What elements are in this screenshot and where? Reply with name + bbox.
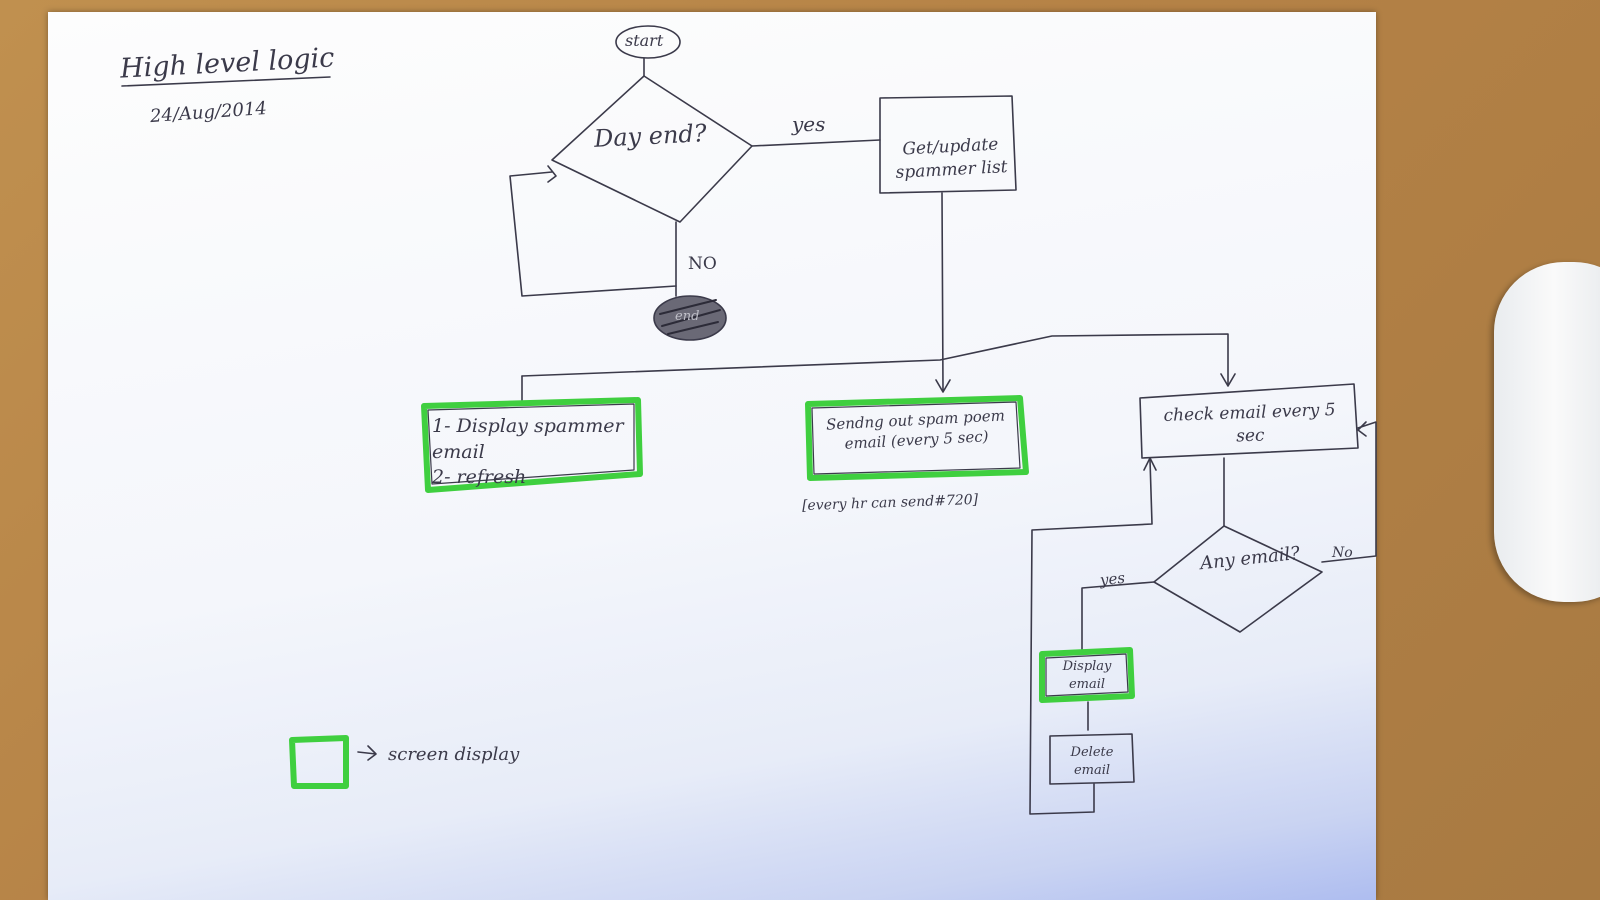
start-node-label: start xyxy=(625,31,664,50)
title-underline xyxy=(121,76,331,87)
check-email-box xyxy=(1139,383,1359,459)
display-spammer-box xyxy=(421,397,643,493)
edge-yes-right xyxy=(1081,581,1155,651)
edge-distribution xyxy=(521,333,1229,385)
paper-sheet xyxy=(48,12,1376,900)
computer-mouse xyxy=(1494,262,1600,602)
screen-display-highlights xyxy=(289,395,1135,789)
sending-spam-box xyxy=(805,395,1029,481)
update-list-label: Get/update spammer list xyxy=(895,134,1009,183)
edge-yes-right-label: yes xyxy=(1099,568,1126,590)
edge-yes-top-label: yes xyxy=(792,112,826,136)
edge-yes-top xyxy=(751,139,881,147)
display-email-box xyxy=(1039,647,1135,703)
check-email-label: check email every 5 sec xyxy=(1163,400,1336,447)
legend-label: screen display xyxy=(388,744,520,765)
day-end-diamond xyxy=(551,75,753,223)
display-spammer-label: 1- Display spammer email 2- refresh xyxy=(432,415,624,489)
delete-email-label: Delete email xyxy=(1070,745,1114,778)
legend-swatch xyxy=(289,735,349,789)
any-email-diamond xyxy=(1153,525,1323,633)
display-email-label: Display email xyxy=(1062,659,1112,692)
update-list-box xyxy=(879,95,1017,194)
day-end-label: Day end? xyxy=(593,119,708,153)
edge-no-top-label: NO xyxy=(688,254,717,274)
edge-no-right-label: No xyxy=(1332,545,1353,561)
edge-update-down xyxy=(941,192,944,391)
end-node-label: end xyxy=(675,309,700,324)
delete-email-box xyxy=(1049,733,1135,785)
edge-loop xyxy=(509,171,677,297)
edge-loop-right xyxy=(1029,459,1153,815)
start-node-shape xyxy=(615,25,681,59)
edge-no-right xyxy=(1321,421,1377,563)
